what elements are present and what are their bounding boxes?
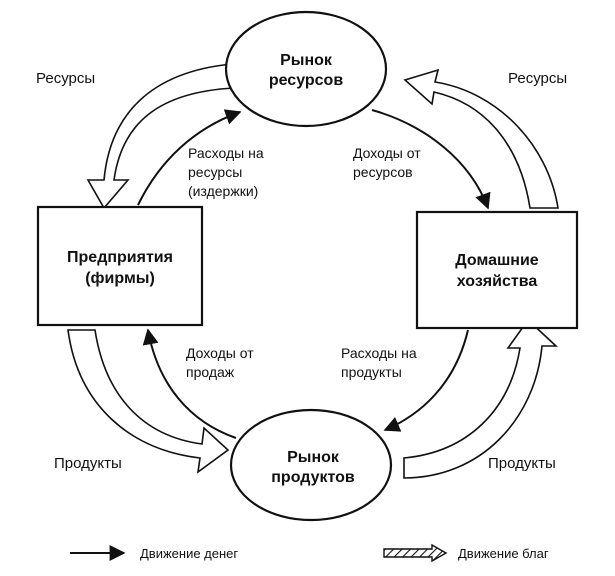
label-products-right: Продукты: [488, 455, 556, 472]
goods-flow-resources-right: [403, 68, 559, 209]
svg-text:Доходы от: Доходы от: [186, 345, 254, 361]
households-line-2: хозяйства: [457, 273, 538, 290]
legend-goods-arrow: [383, 543, 448, 563]
label-product-spending: Расходы на продукты: [341, 345, 417, 380]
label-resource-costs: Расходы на ресурсы (издержки): [188, 145, 264, 199]
money-flow-product-spending: [383, 329, 469, 432]
svg-text:(издержки): (издержки): [188, 183, 258, 199]
money-flow-resource-costs: [137, 109, 242, 206]
label-sales-income: Доходы от продаж: [186, 345, 254, 380]
money-flow-resource-income: [371, 109, 491, 210]
svg-text:ресурсов: ресурсов: [353, 164, 413, 180]
money-flow-sales-income: [142, 328, 237, 439]
node-firms: Предприятия (фирмы): [36, 205, 204, 327]
goods-flow-products-left: [67, 329, 230, 474]
svg-text:ресурсы: ресурсы: [188, 164, 242, 180]
svg-text:продукты: продукты: [341, 364, 402, 380]
firms-line-2: (фирмы): [85, 270, 155, 287]
label-resource-income: Доходы от ресурсов: [353, 145, 421, 180]
node-resource-market: Рынок ресурсов: [224, 10, 388, 128]
goods-flow-products-right: [403, 318, 559, 479]
households-line-1: Домашние: [455, 252, 539, 269]
svg-text:Доходы от: Доходы от: [353, 145, 421, 161]
product-market-line-1: Рынок: [287, 449, 340, 466]
legend-goods-label: Движение благ: [458, 546, 549, 561]
node-households: Домашние хозяйства: [415, 210, 579, 330]
firms-line-1: Предприятия: [67, 249, 173, 266]
svg-text:Расходы на: Расходы на: [341, 345, 417, 361]
label-resources-left: Ресурсы: [36, 70, 95, 87]
legend-goods: Движение благ: [383, 543, 549, 563]
node-product-market: Рынок продуктов: [229, 408, 393, 522]
product-market-line-2: продуктов: [271, 469, 355, 486]
resource-market-line-1: Рынок: [280, 52, 333, 69]
legend-money: Движение денег: [70, 545, 238, 561]
svg-text:Расходы на: Расходы на: [188, 145, 264, 161]
label-products-left: Продукты: [54, 455, 122, 472]
svg-text:продаж: продаж: [186, 364, 235, 380]
resource-market-line-2: ресурсов: [269, 72, 343, 89]
label-resources-right: Ресурсы: [508, 70, 567, 87]
legend-money-label: Движение денег: [140, 546, 238, 561]
